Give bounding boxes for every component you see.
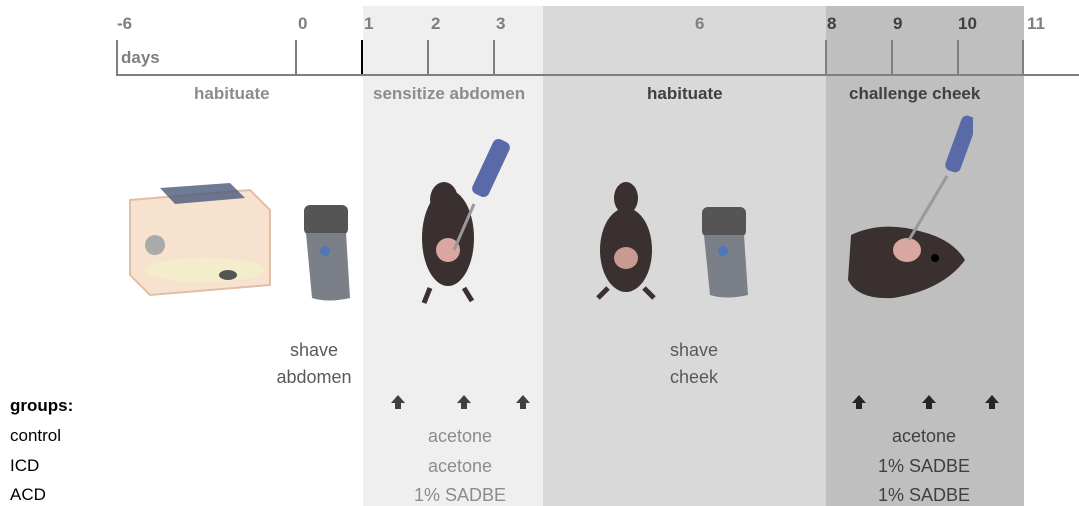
treatment-label: acetone	[834, 426, 1014, 447]
axis-tick	[957, 40, 959, 76]
group-label: ICD	[10, 456, 39, 476]
axis-tick	[493, 40, 495, 76]
arrow-up-icon	[851, 394, 867, 410]
mouse-icon	[588, 180, 668, 305]
tick-label: 8	[827, 14, 836, 34]
phase-sensitize: sensitize abdomen	[373, 84, 525, 104]
tick-label: 11	[1027, 14, 1045, 34]
arrow-up-icon	[456, 394, 472, 410]
shave-cheek-caption: shave cheek	[644, 337, 744, 391]
mouse-pipette-icon	[412, 118, 542, 308]
timeline-axis	[116, 74, 1079, 76]
tick-label: 6	[695, 14, 704, 34]
shaver-icon	[698, 205, 754, 300]
axis-tick	[116, 40, 118, 76]
treatment-label: acetone	[370, 426, 550, 447]
treatment-label: 1% SADBE	[834, 485, 1014, 506]
axis-tick	[295, 40, 297, 76]
tick-label: 0	[298, 14, 307, 34]
phase-habituate: habituate	[194, 84, 270, 104]
phase-habituate: habituate	[647, 84, 723, 104]
tick-label: -6	[117, 14, 132, 34]
shave-abdomen-caption: shave abdomen	[262, 337, 366, 391]
tick-label: 3	[496, 14, 505, 34]
mouse-head-pipette-icon	[843, 110, 973, 305]
phase-challenge: challenge cheek	[849, 84, 980, 104]
axis-tick	[361, 40, 363, 76]
arrow-up-icon	[921, 394, 937, 410]
axis-label: days	[121, 48, 160, 68]
axis-tick	[1022, 40, 1024, 76]
groups-title: groups:	[10, 396, 73, 416]
mouse-cage-icon	[120, 180, 280, 300]
arrow-up-icon	[390, 394, 406, 410]
habituate-band	[543, 6, 826, 506]
arrow-up-icon	[515, 394, 531, 410]
treatment-label: acetone	[370, 456, 550, 477]
group-label: ACD	[10, 485, 46, 505]
tick-label: 10	[958, 14, 977, 34]
axis-tick	[891, 40, 893, 76]
axis-tick	[427, 40, 429, 76]
treatment-label: 1% SADBE	[834, 456, 1014, 477]
group-label: control	[10, 426, 61, 446]
arrow-up-icon	[984, 394, 1000, 410]
tick-label: 1	[364, 14, 373, 34]
tick-label: 9	[893, 14, 902, 34]
shaver-icon	[298, 203, 356, 303]
axis-tick	[825, 40, 827, 76]
treatment-label: 1% SADBE	[370, 485, 550, 506]
tick-label: 2	[431, 14, 440, 34]
